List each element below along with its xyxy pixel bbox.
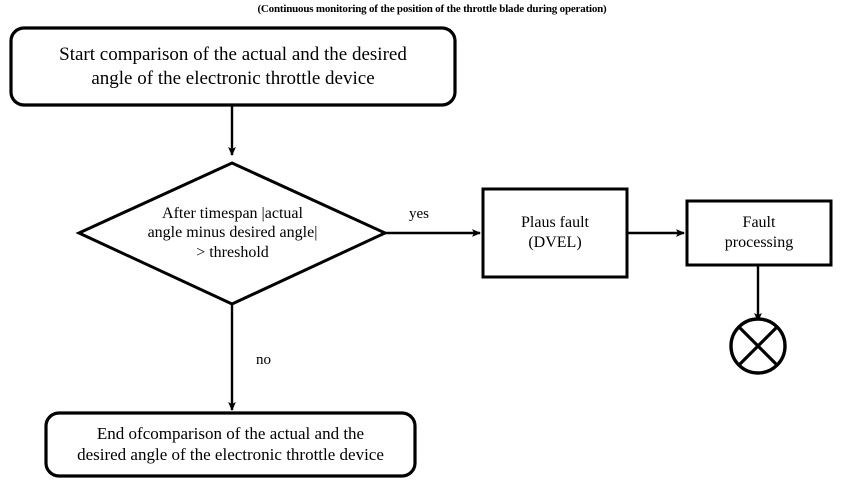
decision-node-shape [75, 161, 389, 306]
start-node-shape [9, 26, 457, 107]
terminator-circle-cross-icon [729, 317, 787, 375]
diagram-caption: (Continuous monitoring of the position o… [257, 3, 607, 15]
fault-processing-node-shape [685, 199, 833, 267]
plaus-fault-node-shape [481, 187, 629, 279]
end-node-shape [44, 411, 417, 478]
